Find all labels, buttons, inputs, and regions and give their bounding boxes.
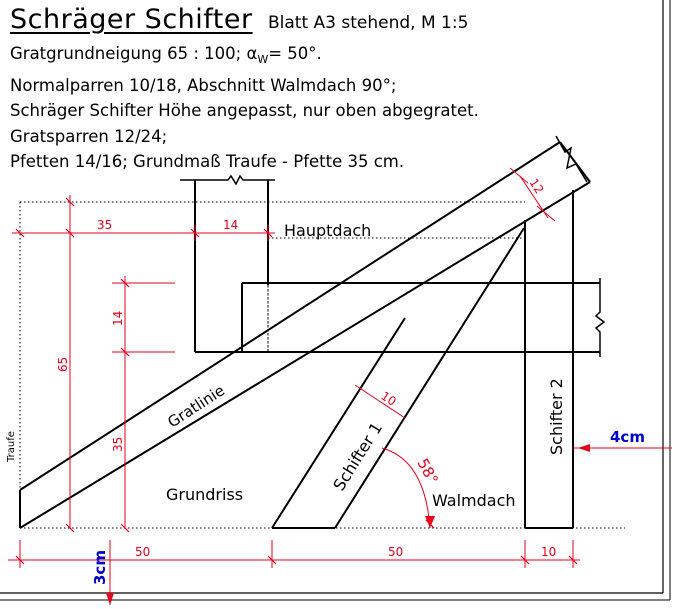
sheet-border (0, 0, 671, 601)
margin-arrow-bottom (106, 593, 114, 605)
dim-12: 12 (526, 176, 546, 196)
construction-lines (19, 201, 625, 529)
label-schifter-2: Schifter 2 (547, 378, 566, 455)
note-line-5: Pfetten 14/16; Grundmaß Traufe - Pfette … (10, 152, 405, 171)
dim-angle: 58° (413, 455, 441, 487)
dim-10-bottom: 10 (541, 545, 556, 559)
dim-50-left: 50 (135, 545, 150, 559)
label-hauptdach: Hauptdach (284, 221, 371, 240)
note-line-3: Schräger Schifter Höhe angepasst, nur ob… (10, 101, 479, 120)
sheet-info: Blatt A3 stehend, M 1:5 (268, 13, 469, 33)
note-line-4: Gratsparren 12/24; (10, 126, 168, 146)
dim-10-schifter: 10 (378, 389, 398, 409)
notes: Gratgrundneigung 65 : 100; αW= 50°. Norm… (10, 41, 479, 175)
label-walmdach: Walmdach (432, 491, 516, 510)
dim-50-right: 50 (388, 545, 403, 559)
schifter-1 (271, 227, 525, 529)
angle-arrow (425, 516, 435, 528)
margin-arrow-right (578, 444, 590, 452)
dim-4cm: 4cm (610, 428, 645, 446)
dimension-lines (8, 167, 672, 605)
schifter-2 (524, 190, 574, 529)
header: Schräger Schifter Blatt A3 stehend, M 1:… (0, 0, 677, 171)
note-line-2: Normalparren 10/18, Abschnitt Walmdach 9… (10, 75, 397, 95)
label-grundriss: Grundriss (166, 485, 243, 504)
note-line-1: Gratgrundneigung 65 : 100; αW= 50°. (10, 44, 322, 66)
dim-35-side: 35 (111, 437, 125, 452)
label-gratlinie: Gratlinie (164, 381, 228, 431)
margin-texts: 4cm 3cm (91, 428, 645, 585)
dim-3cm: 3cm (91, 550, 109, 585)
dim-14-top: 14 (223, 218, 238, 232)
drawing-title: Schräger Schifter (10, 4, 253, 35)
gratsparren (19, 135, 591, 529)
dim-65: 65 (56, 357, 70, 372)
dim-35-top: 35 (97, 218, 112, 232)
label-traufe: Traufe (6, 431, 17, 463)
label-schifter-1: Schifter 1 (329, 419, 386, 494)
dim-14-side: 14 (111, 311, 125, 326)
pfette (195, 278, 606, 357)
